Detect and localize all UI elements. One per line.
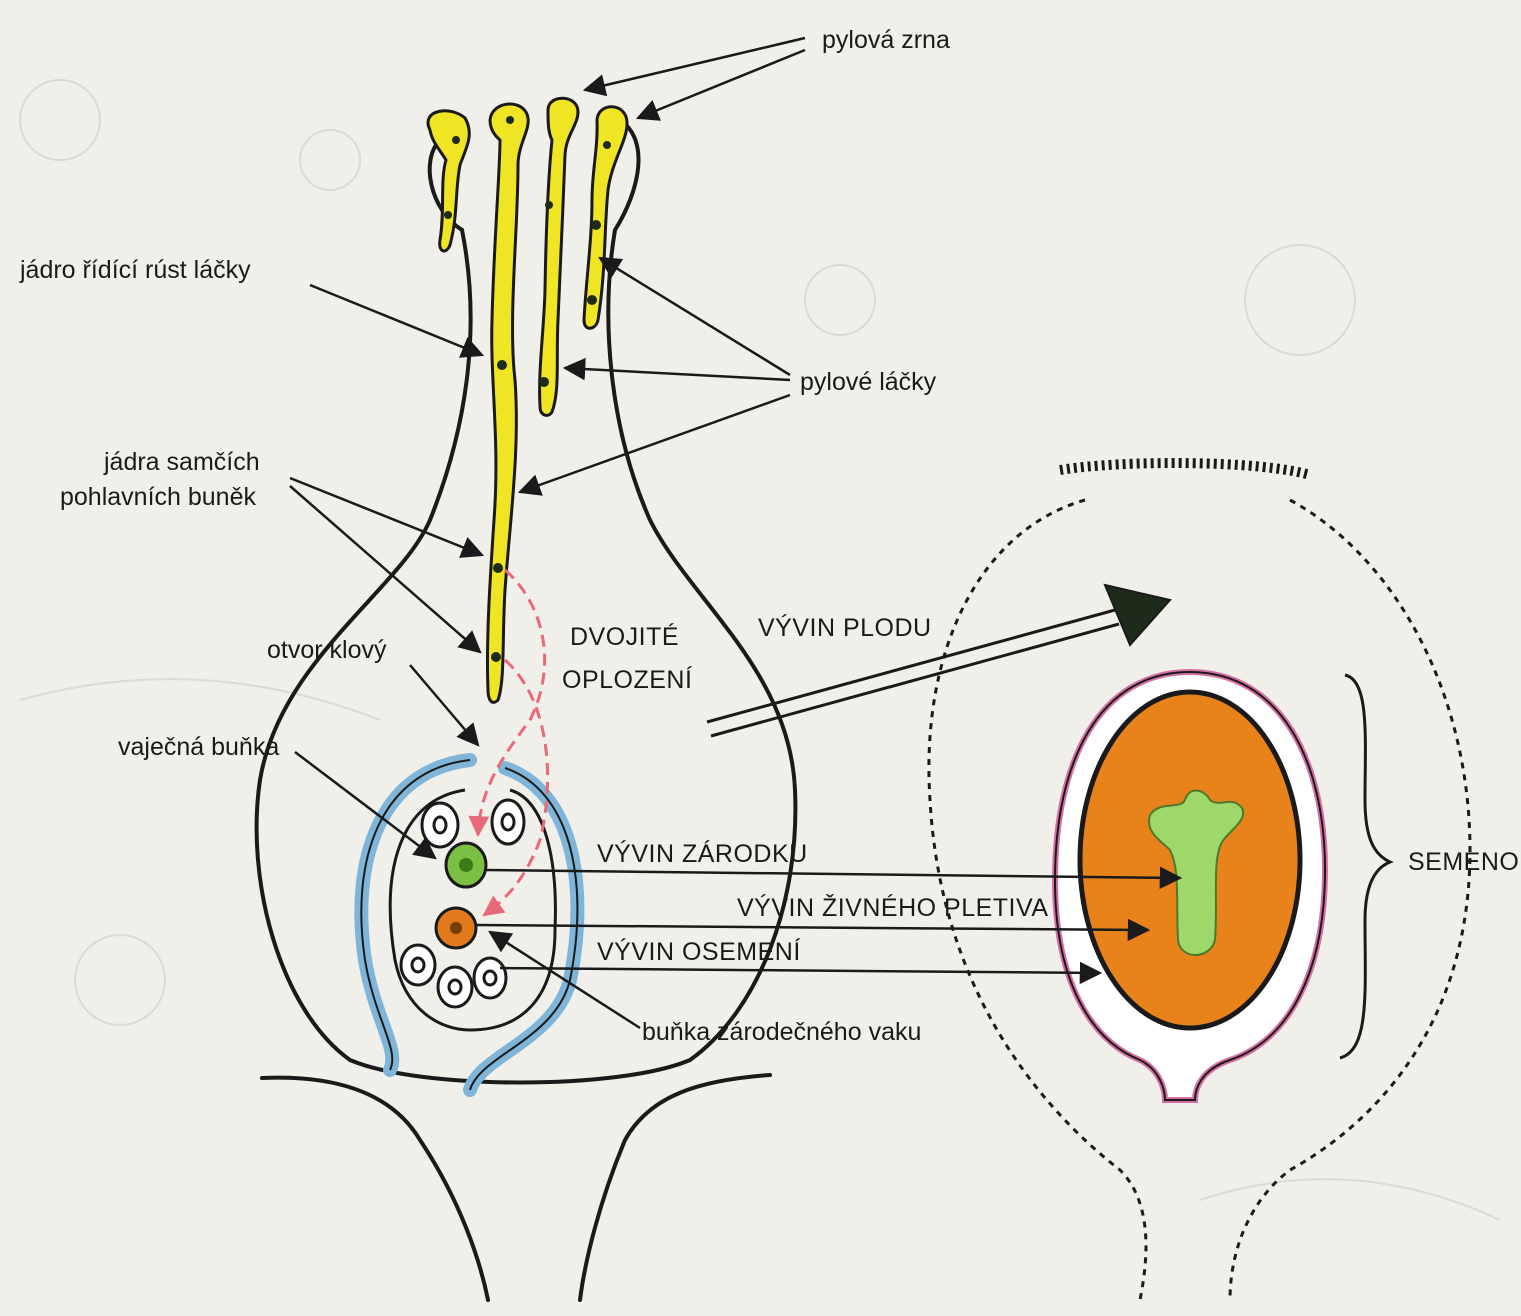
- label-pollen-tubes: pylové láčky: [800, 368, 937, 396]
- label-pollen-grains: pylová zrna: [822, 26, 950, 54]
- label-central-cell: buňka zárodečného vaku: [642, 1018, 921, 1046]
- background-sketches: [20, 80, 1500, 1220]
- label-double-fertilization-line1: DVOJITÉ: [570, 622, 679, 651]
- seed: [1055, 672, 1390, 1100]
- label-fruit-development: VÝVIN PLODU: [758, 613, 932, 642]
- embryo-sac-cells: [401, 800, 524, 1007]
- label-tube-nucleus: jádro řídící rúst láčky: [19, 256, 251, 284]
- pollen-tube: [487, 104, 528, 702]
- label-sperm-nuclei-line1: jádra samčích: [103, 448, 260, 476]
- label-sperm-nuclei-line2: pohlavních buněk: [60, 483, 256, 511]
- label-endosperm-development: VÝVIN ŽIVNÉHO PLETIVA: [737, 893, 1049, 922]
- label-seed-coat-development: VÝVIN OSEMENÍ: [597, 937, 801, 966]
- stigma-remnant: [1060, 463, 1310, 475]
- label-embryo-development: VÝVIN ZÁRODKU: [597, 839, 808, 868]
- pollen-tubes: [428, 98, 627, 702]
- seed-brace: [1340, 675, 1390, 1058]
- label-seed: SEMENO: [1408, 848, 1519, 876]
- label-egg-cell: vaječná buňka: [118, 733, 279, 761]
- label-double-fertilization-line2: OPLOZENÍ: [562, 665, 692, 694]
- label-micropyle: otvor klový: [267, 636, 387, 664]
